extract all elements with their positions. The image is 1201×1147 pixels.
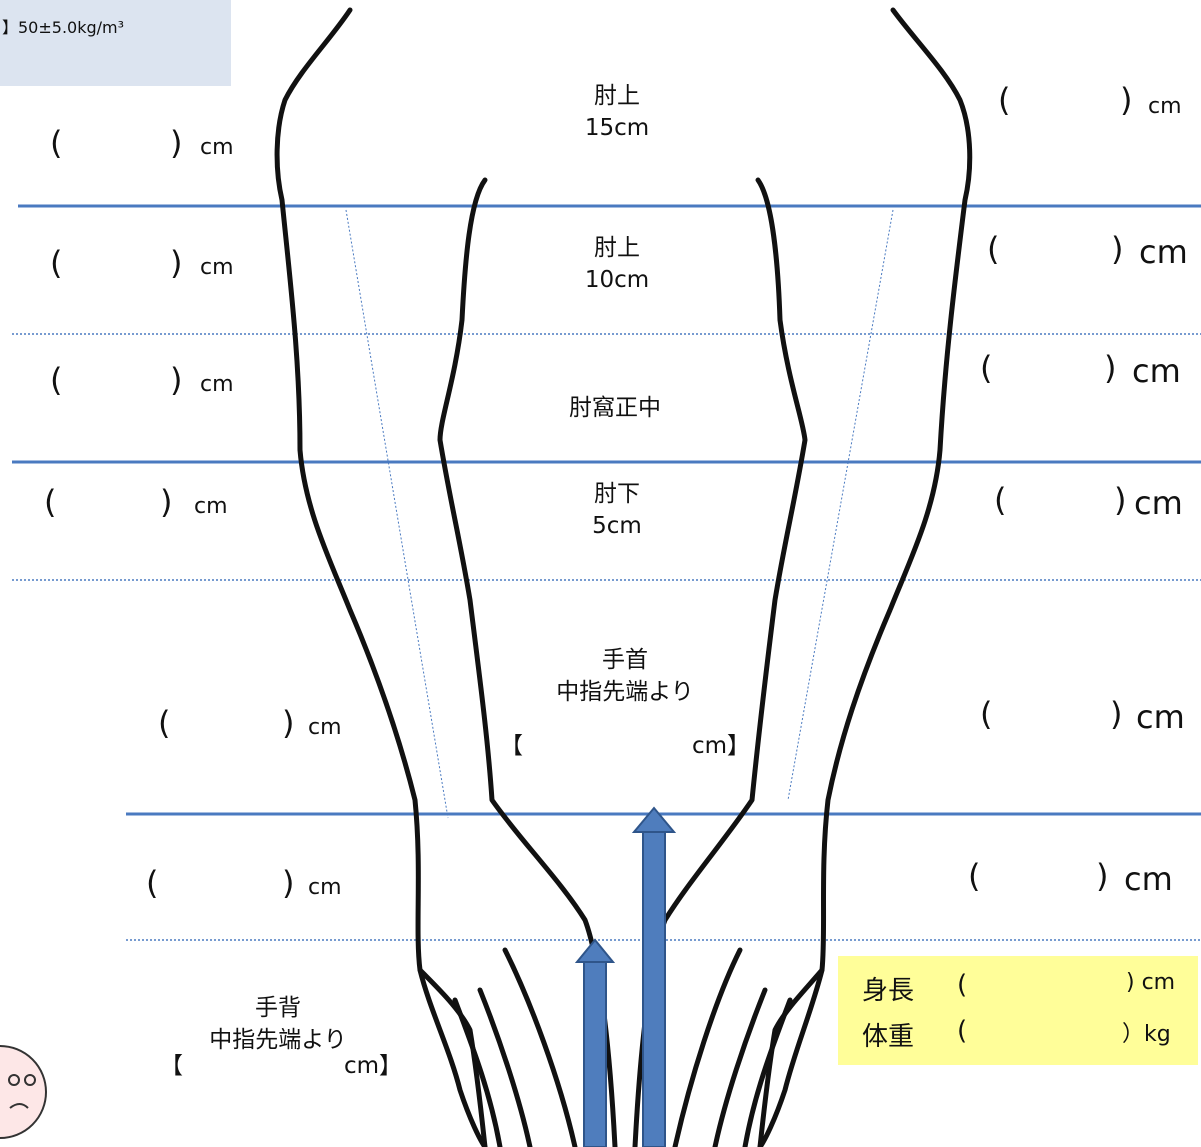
label-elbow-up10: 肘上 10cm	[584, 235, 650, 294]
height-field[interactable]: 身長 ( ) cm	[862, 970, 1176, 1006]
guide-left	[345, 209, 449, 819]
header-note-box	[0, 0, 231, 86]
label-elbow-crease: 肘窩正中	[569, 395, 661, 421]
label-elbow-down5: 肘下 5cm	[592, 481, 642, 540]
label-elbow-up15: 肘上 15cm	[584, 83, 650, 142]
label-wrist: 手首 中指先端より	[556, 647, 694, 706]
wrist-blank[interactable]: 【 cm】	[500, 733, 751, 759]
body-info-box	[838, 956, 1198, 1065]
hand-back-blank[interactable]: 【 cm】	[160, 1053, 403, 1079]
guide-right	[787, 209, 894, 801]
weight-field[interactable]: 体重 ( ）kg	[862, 1016, 1171, 1052]
header-note: 】50±5.0kg/m³	[2, 18, 125, 37]
arrow-wrist	[631, 806, 677, 1147]
arrow-hand-back	[574, 938, 616, 1147]
left-arm-outline	[274, 7, 618, 1147]
label-hand-back: 手背 中指先端より	[209, 995, 347, 1054]
worried-face-icon	[0, 1045, 47, 1139]
